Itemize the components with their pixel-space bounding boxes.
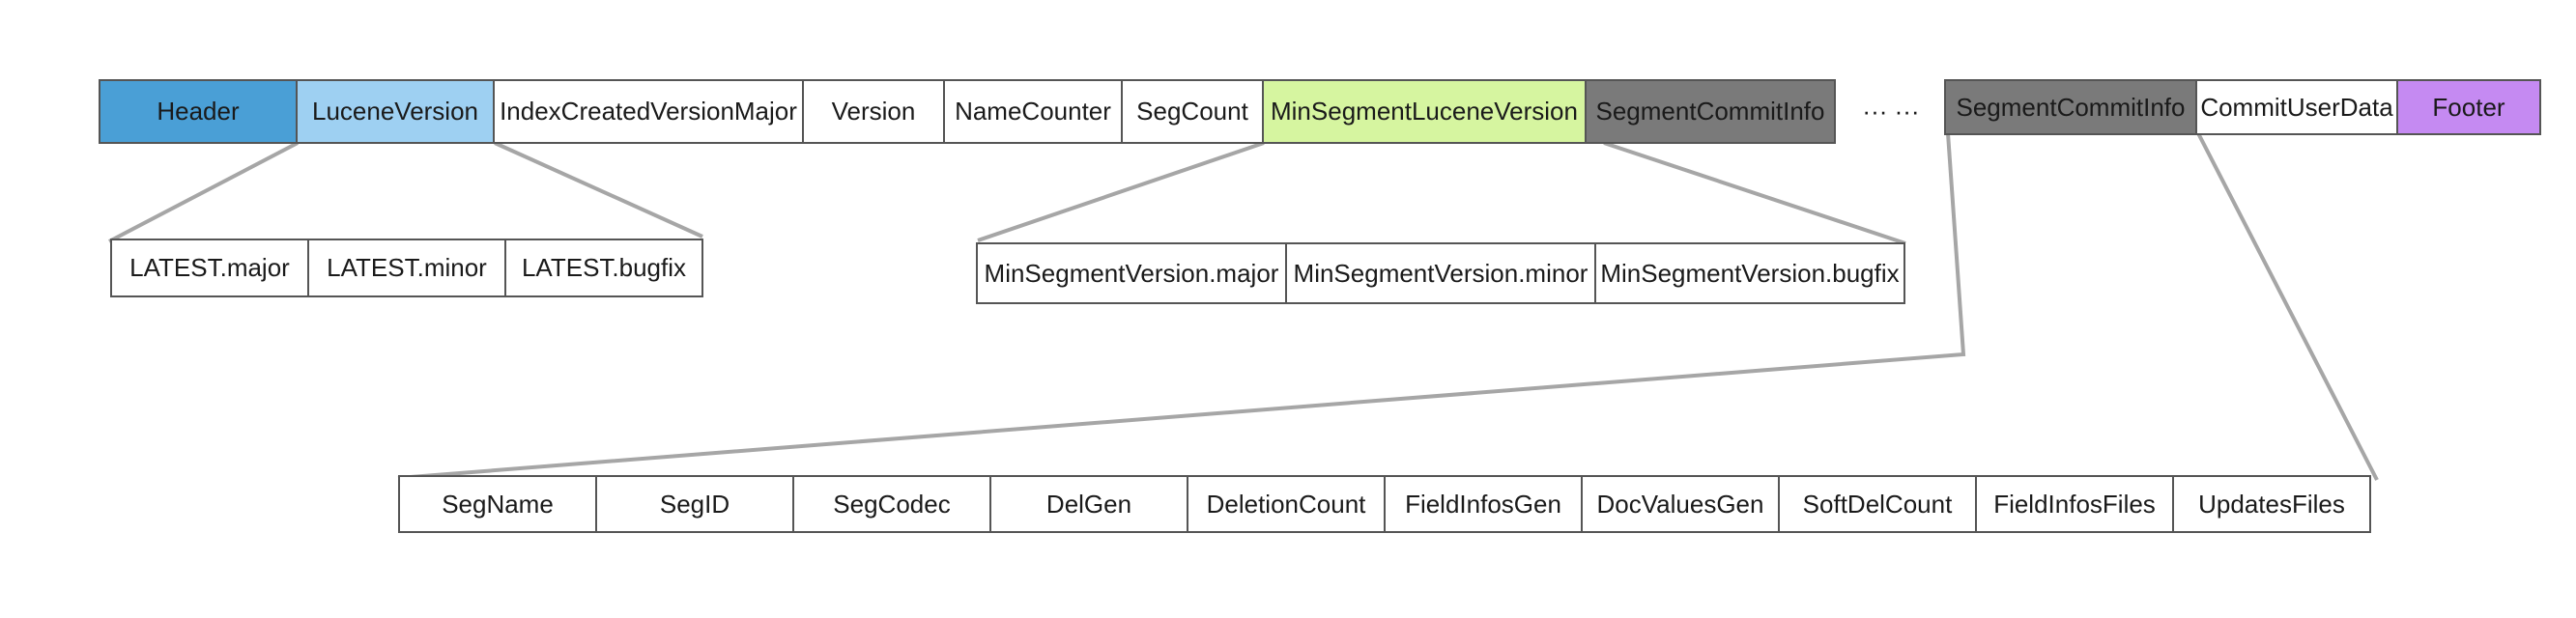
min-segment-version-minor: MinSegmentVersion.minor	[1285, 242, 1596, 304]
ellipsis: ··· ···	[1862, 97, 1920, 126]
lucene-version-block: LuceneVersion	[296, 79, 495, 144]
version-block: Version	[802, 79, 945, 144]
commit-user-data-block: CommitUserData	[2195, 79, 2398, 135]
min-segment-version-bugfix: MinSegmentVersion.bugfix	[1594, 242, 1905, 304]
connector-segcommit-to-fields	[397, 132, 1966, 480]
lucene-version-minor: LATEST.minor	[307, 239, 506, 297]
footer-block: Footer	[2396, 79, 2541, 135]
field-soft-del-count: SoftDelCount	[1778, 475, 1977, 533]
name-counter-block: NameCounter	[943, 79, 1123, 144]
min-segment-lucene-version-block: MinSegmentLuceneVersion	[1262, 79, 1587, 144]
field-seg-name: SegName	[398, 475, 597, 533]
connector-minseg-right	[1603, 141, 1906, 245]
field-field-infos-files: FieldInfosFiles	[1975, 475, 2174, 533]
field-seg-id: SegID	[595, 475, 794, 533]
seg-count-block: SegCount	[1121, 79, 1264, 144]
lucene-version-major: LATEST.major	[110, 239, 309, 297]
connector-lucene-left	[108, 141, 299, 243]
field-del-gen: DelGen	[989, 475, 1188, 533]
connector-lucene-right	[494, 141, 703, 239]
field-field-infos-gen: FieldInfosGen	[1384, 475, 1583, 533]
header-block: Header	[99, 79, 298, 144]
field-updates-files: UpdatesFiles	[2172, 475, 2371, 533]
index-created-version-major-block: IndexCreatedVersionMajor	[493, 79, 804, 144]
connector-commituserdata-to-fields	[2196, 132, 2379, 481]
lucene-version-bugfix: LATEST.bugfix	[504, 239, 703, 297]
field-seg-codec: SegCodec	[792, 475, 991, 533]
field-doc-values-gen: DocValuesGen	[1581, 475, 1780, 533]
segment-commit-info-last-block: SegmentCommitInfo	[1944, 79, 2197, 135]
min-segment-version-major: MinSegmentVersion.major	[976, 242, 1287, 304]
segment-commit-info-block: SegmentCommitInfo	[1585, 79, 1836, 144]
field-deletion-count: DeletionCount	[1187, 475, 1386, 533]
connector-minseg-left	[977, 141, 1265, 242]
